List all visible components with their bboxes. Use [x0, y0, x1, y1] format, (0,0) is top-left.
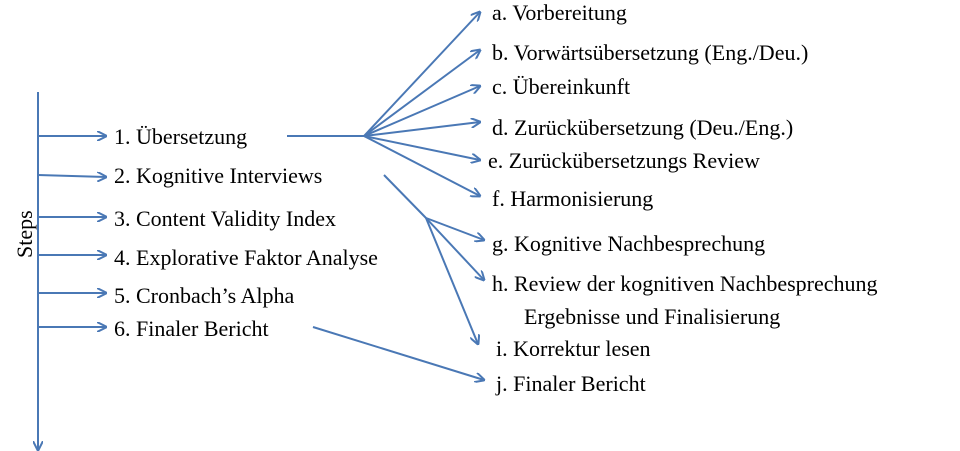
- substep-zurueckuebersetzung: d. Zurückübersetzung (Deu./Eng.): [492, 115, 794, 140]
- arrow-to-substep-h: [425, 217, 484, 280]
- arrow-to-substep-i: [425, 217, 478, 344]
- substep-uebereinkunft: c. Übereinkunft: [492, 74, 631, 99]
- step-finaler-bericht: 6. Finaler Bericht: [114, 316, 269, 341]
- arrow-to-substep-d: [363, 122, 480, 137]
- substep-vorwaertsuebersetzung: b. Vorwärtsübersetzung (Eng./Deu.): [492, 40, 809, 65]
- arrow-to-substep-a: [363, 12, 480, 137]
- substep-kognitive-nachbesprechung: g. Kognitive Nachbesprechung: [492, 231, 766, 256]
- arrow-to-substep-c: [363, 86, 480, 137]
- substep-ergebnisse-finalisierung: Ergebnisse und Finalisierung: [524, 304, 781, 329]
- substep-review-nachbesprechung: h. Review der kognitiven Nachbesprechung: [492, 271, 878, 296]
- arrow-to-step-2: [37, 175, 106, 177]
- arrow-to-substep-e: [363, 135, 480, 160]
- steps-axis-label: Steps: [12, 210, 37, 258]
- step-content-validity-index: 3. Content Validity Index: [114, 206, 337, 231]
- step-explorative-faktor-analyse: 4. Explorative Faktor Analyse: [114, 245, 378, 270]
- step-kognitive-interviews: 2. Kognitive Interviews: [114, 163, 323, 188]
- arrow-to-substep-f: [363, 135, 480, 196]
- substep-vorbereitung: a. Vorbereitung: [492, 0, 627, 25]
- arrow-to-substep-j: [312, 326, 484, 380]
- substep-finaler-bericht: j. Finaler Bericht: [496, 371, 646, 396]
- step-2-connector: [383, 174, 427, 219]
- substep-korrektur-lesen: i. Korrektur lesen: [496, 336, 651, 361]
- arrow-to-substep-b: [363, 50, 480, 137]
- step-uebersetzung: 1. Übersetzung: [114, 124, 248, 149]
- arrow-to-substep-g: [425, 217, 484, 240]
- substep-zurueckuebersetzungs-review: e. Zurückübersetzungs Review: [488, 148, 760, 173]
- step-cronbachs-alpha: 5. Cronbach’s Alpha: [114, 283, 295, 308]
- substep-harmonisierung: f. Harmonisierung: [492, 186, 654, 211]
